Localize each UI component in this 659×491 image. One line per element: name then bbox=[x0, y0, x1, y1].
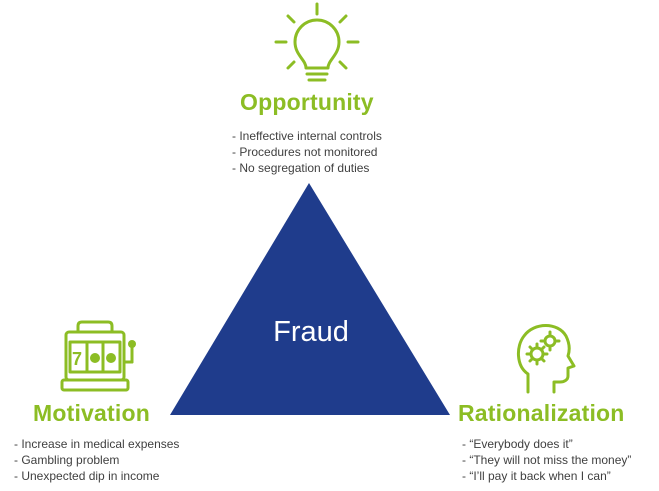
list-item: Procedures not monitored bbox=[232, 144, 382, 160]
opportunity-title: Opportunity bbox=[240, 89, 374, 115]
list-item: Unexpected dip in income bbox=[14, 468, 179, 484]
opportunity-list: Ineffective internal controls Procedures… bbox=[232, 128, 382, 176]
list-item: “Everybody does it” bbox=[462, 436, 631, 452]
list-item: Increase in medical expenses bbox=[14, 436, 179, 452]
motivation-title: Motivation bbox=[33, 400, 150, 426]
list-item: Ineffective internal controls bbox=[232, 128, 382, 144]
list-item: “I’ll pay it back when I can” bbox=[462, 468, 631, 484]
list-item: “They will not miss the money” bbox=[462, 452, 631, 468]
lightbulb-icon bbox=[274, 2, 360, 82]
list-item: No segregation of duties bbox=[232, 160, 382, 176]
head-gears-icon bbox=[517, 324, 576, 394]
motivation-list: Increase in medical expenses Gambling pr… bbox=[14, 436, 179, 484]
rationalization-title: Rationalization bbox=[458, 400, 625, 426]
rationalization-list: “Everybody does it” “They will not miss … bbox=[462, 436, 631, 484]
svg-text:7: 7 bbox=[72, 349, 82, 369]
slot-machine-icon: 7 bbox=[60, 320, 136, 392]
list-item: Gambling problem bbox=[14, 452, 179, 468]
fraud-label: Fraud bbox=[273, 316, 349, 348]
